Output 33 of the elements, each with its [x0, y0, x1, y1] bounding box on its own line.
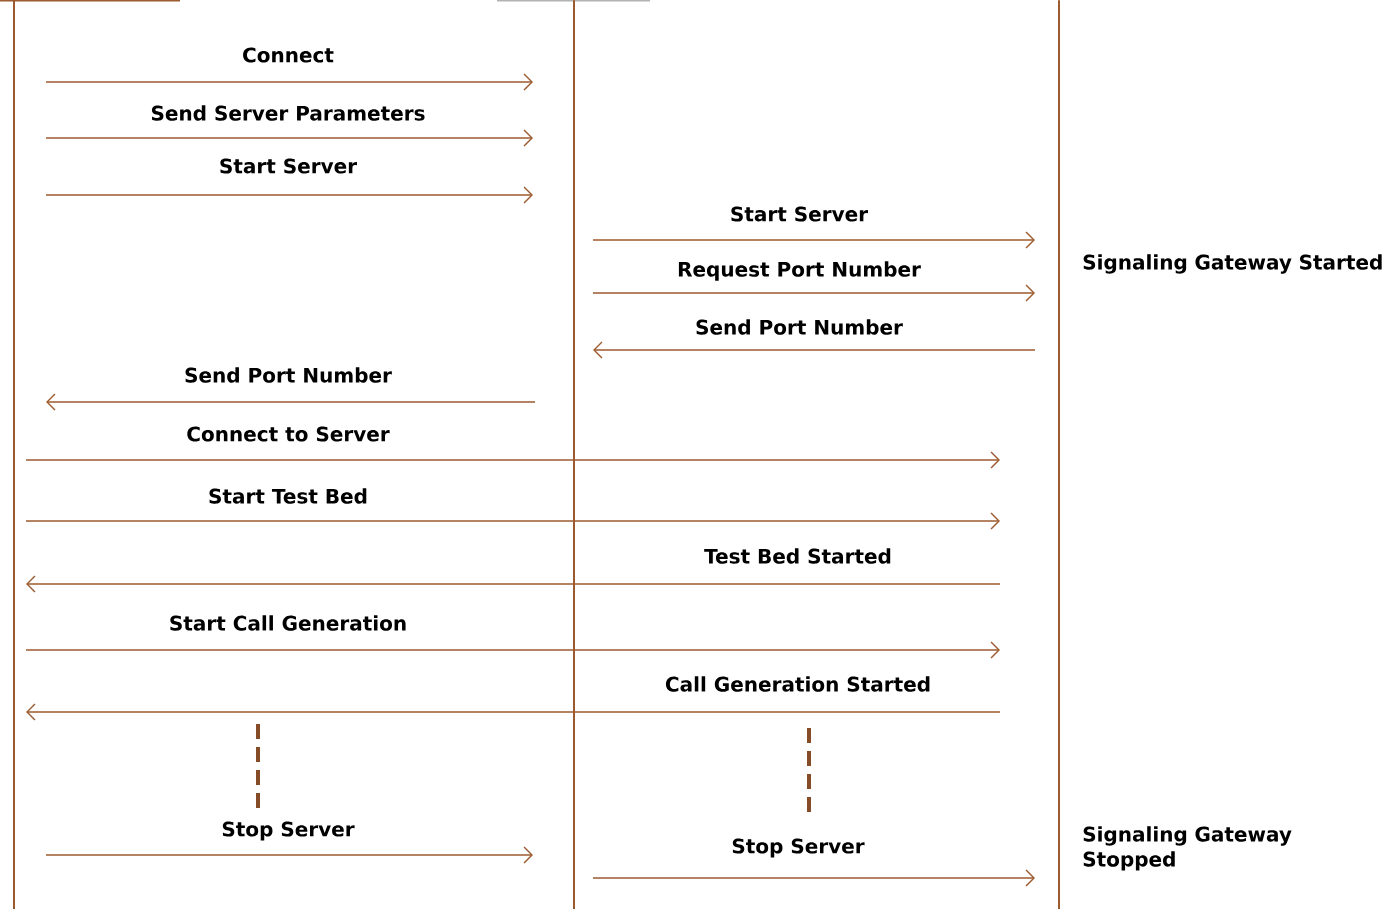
- edge-label: Stop Server: [730, 837, 866, 859]
- arrow: [45, 846, 533, 864]
- edge-label: Send Port Number: [183, 366, 393, 384]
- edge-label: Send Port Number: [694, 318, 904, 336]
- state-note: Signaling Gateway Stopped: [1083, 826, 1292, 871]
- edge-label: Start Test Bed: [207, 487, 369, 505]
- edge-label: Start Server: [728, 205, 870, 223]
- edge-label: Start Server: [217, 157, 359, 175]
- edge-label: Test Bed Started: [703, 547, 893, 565]
- arrow: [45, 129, 533, 147]
- arrow: [26, 575, 1001, 593]
- arrow: [25, 641, 1000, 659]
- edge-label: Connect to Server: [185, 425, 391, 443]
- arrow: [25, 512, 1000, 530]
- arrow: [46, 393, 536, 411]
- arrow: [45, 186, 533, 204]
- state-note: Signaling Gateway Started: [1083, 254, 1382, 274]
- edge-label: Stop Server: [220, 820, 356, 842]
- edge-label: Send Server Parameters: [149, 104, 427, 122]
- arrow: [592, 231, 1035, 249]
- arrow: [592, 869, 1035, 887]
- arrow: [45, 73, 533, 91]
- arrow: [26, 703, 1001, 721]
- arrow: [25, 451, 1000, 469]
- edge-label: Start Call Generation: [167, 614, 409, 632]
- edge-label: Connect: [241, 46, 335, 64]
- arrow: [592, 284, 1035, 302]
- lifeline: [13, 0, 15, 909]
- lifeline: [573, 0, 575, 909]
- edge-label: Request Port Number: [676, 260, 922, 282]
- edge-label: Call Generation Started: [663, 675, 933, 693]
- arrow: [593, 341, 1036, 359]
- lifeline: [1058, 0, 1060, 909]
